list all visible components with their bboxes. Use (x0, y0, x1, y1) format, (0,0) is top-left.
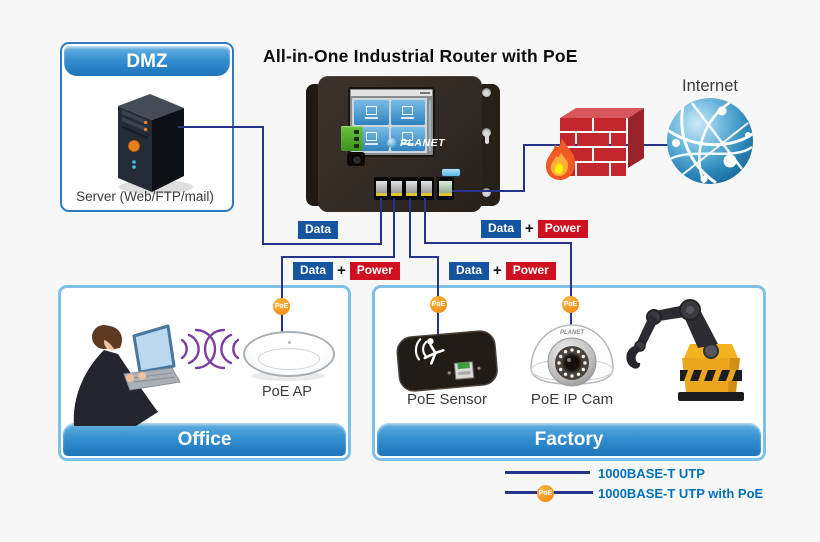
wan-port (437, 177, 454, 200)
poe-sensor-label: PoE Sensor (406, 391, 488, 408)
cable-sensor-port (409, 198, 411, 258)
screen-tile (354, 100, 389, 125)
mount-hole-icon (482, 88, 491, 97)
cable-ap-drop (281, 256, 283, 333)
badge-group-wan: Data + Power (481, 220, 588, 238)
plus-sign: + (525, 220, 534, 237)
cable-server-h2 (262, 243, 382, 245)
robot-arm-icon (626, 299, 744, 401)
screen-titlebar (351, 90, 432, 96)
cable-server-h (178, 126, 264, 128)
legend-utp-poe-label: 1000BASE-T UTP with PoE (598, 486, 764, 501)
poe-badge-sensor: PoE (430, 296, 447, 313)
internet-globe-icon (667, 98, 753, 184)
plus-sign: + (337, 262, 346, 279)
plus-sign: + (493, 262, 502, 279)
poe-ip-cam-label: PoE IP Cam (530, 391, 614, 408)
cable-cam-drop (570, 242, 572, 326)
router-brand-text: PLANET (400, 137, 445, 149)
poe-badge-cam: PoE (562, 296, 579, 313)
data-badge: Data (293, 262, 334, 280)
cam-brand-logo: PLANET (560, 330, 585, 336)
data-badge: Data (481, 220, 522, 238)
dc-jack-icon (347, 152, 365, 166)
planet-globe-icon (387, 138, 397, 148)
poe-ip-cam-icon: PLANET (530, 324, 614, 387)
diagram-title: All-in-One Industrial Router with PoE (263, 46, 578, 66)
badge-group-factory: Data + Power (449, 262, 556, 280)
lan-port-3 (404, 177, 419, 200)
screen-tile (390, 126, 425, 151)
lan-port-1 (374, 177, 389, 200)
server-label: Server (Web/FTP/mail) (76, 189, 214, 204)
legend-utp-label: 1000BASE-T UTP (598, 466, 705, 481)
cable-cam-port (424, 198, 426, 244)
internet-label: Internet (682, 77, 738, 95)
flame-icon (545, 138, 576, 180)
lan-port-4 (419, 177, 434, 200)
badge-group-office: Data + Power (293, 262, 400, 280)
office-zone-footer: Office (63, 423, 346, 456)
cable-sensor-drop (437, 256, 439, 334)
lan-port-2 (389, 177, 404, 200)
cable-server-port (380, 198, 382, 245)
usb-port-icon (441, 168, 461, 177)
screen-scrollbar (429, 100, 431, 151)
data-badge: Data (298, 221, 339, 239)
data-badge: Data (449, 262, 490, 280)
screen-tile (390, 100, 425, 125)
legend-poe-badge: PoE (537, 485, 554, 502)
cable-cam-h (424, 242, 572, 244)
industrial-router-icon: PLANET (306, 76, 500, 212)
legend-utp-line-icon (505, 471, 590, 474)
mount-hole-icon (482, 188, 491, 197)
poe-ap-icon (243, 331, 335, 377)
router-brand-logo: PLANET (387, 137, 445, 149)
cable-wan-h (452, 190, 525, 192)
power-badge: Power (505, 262, 556, 280)
cable-server-v (262, 126, 264, 245)
cable-sensor-h (409, 256, 439, 258)
power-badge: Power (537, 220, 588, 238)
cable-ap-h (282, 256, 395, 258)
cable-wan-v (523, 144, 525, 192)
power-badge: Power (349, 262, 400, 280)
mount-keyhole-stem (484, 135, 489, 144)
ap-ring (258, 348, 320, 370)
wifi-waves-icon (180, 328, 240, 370)
poe-sensor-icon (396, 330, 498, 392)
mount-keyhole-icon (482, 128, 491, 137)
ap-led (288, 341, 291, 344)
firewall-icon (545, 108, 644, 180)
factory-zone-footer: Factory (377, 423, 761, 456)
dmz-zone-header: DMZ (64, 46, 230, 76)
terminal-block-connector-icon (341, 126, 363, 151)
server-tower-icon (118, 94, 193, 194)
badge-group-dmz: Data (298, 221, 339, 239)
cable-ap-port (393, 198, 395, 258)
person-laptop-icon (73, 324, 181, 426)
poe-badge-ap: PoE (273, 298, 290, 315)
poe-ap-label: PoE AP (262, 384, 312, 400)
